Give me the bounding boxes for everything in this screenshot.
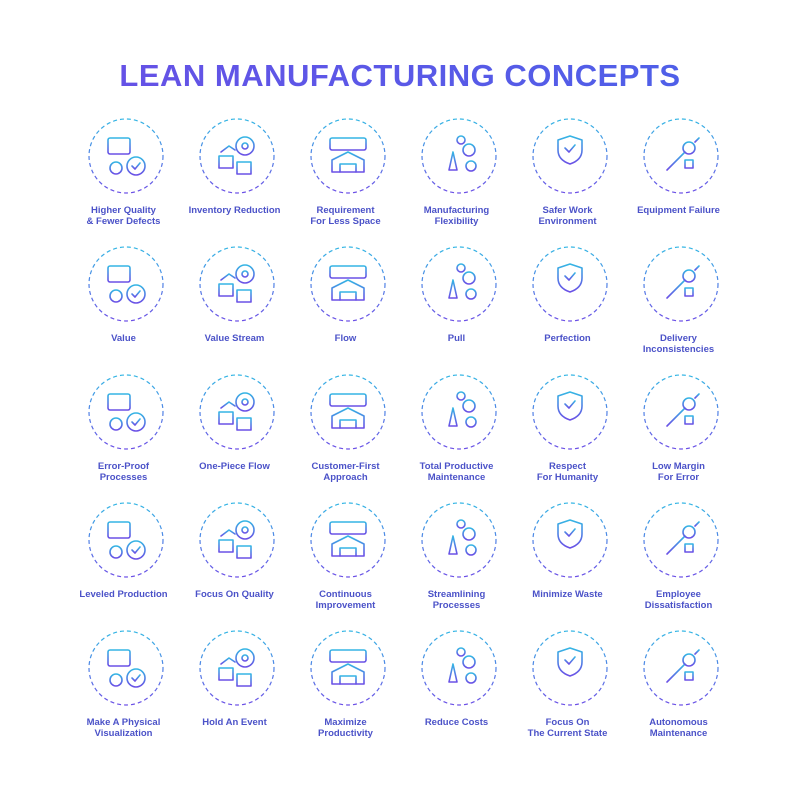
warehouse-space-icon [308, 116, 388, 196]
recycle-bin-icon [530, 500, 610, 580]
concept-label: Employee Dissatisfaction [644, 589, 713, 611]
concept-label: Value [111, 333, 136, 344]
concept-item: Higher Quality & Fewer Defects [68, 112, 179, 240]
concept-item: Manufacturing Flexibility [401, 112, 512, 240]
concept-item: One-Piece Flow [179, 368, 290, 496]
concept-label: Error-Proof Processes [97, 461, 150, 483]
concept-label: Manufacturing Flexibility [423, 205, 490, 227]
concept-item: Equipment Failure [623, 112, 734, 240]
speedometer-chart-icon [308, 628, 388, 708]
handshake-stars-icon [530, 244, 610, 324]
refresh-cart-icon [419, 500, 499, 580]
concept-item: Minimize Waste [512, 496, 623, 624]
concept-item: Hold An Event [179, 624, 290, 752]
money-bag-flow-icon [197, 244, 277, 324]
concept-item: Respect For Humanity [512, 368, 623, 496]
truck-calendar-icon [419, 244, 499, 324]
concept-label: Flow [334, 333, 357, 344]
concept-item: Leveled Production [68, 496, 179, 624]
conveyor-flow-icon [197, 372, 277, 452]
concept-label: Low Margin For Error [652, 461, 705, 483]
concept-item: Focus On Quality [179, 496, 290, 624]
concept-item: Flow [290, 240, 401, 368]
concept-item: Pull [401, 240, 512, 368]
concept-label: Inventory Reduction [188, 205, 281, 216]
quality-badge-icon [86, 116, 166, 196]
diamond-stars-icon [197, 500, 277, 580]
concept-label: One-Piece Flow [199, 461, 270, 472]
growth-chart-icon [308, 500, 388, 580]
page-title: LEAN MANUFACTURING CONCEPTS [0, 58, 800, 94]
concept-label: Respect For Humanity [536, 461, 599, 483]
warning-magnifier-icon [530, 628, 610, 708]
concept-item: Continuous Improvement [290, 496, 401, 624]
concept-label: Focus On Quality [195, 589, 274, 600]
concept-label: Leveled Production [79, 589, 168, 600]
concept-item: Value Stream [179, 240, 290, 368]
level-arrows-icon [86, 500, 166, 580]
concept-item: Perfection [512, 240, 623, 368]
broken-wrench-icon [641, 116, 721, 196]
concept-item: Reduce Costs [401, 624, 512, 752]
inventory-target-icon [197, 116, 277, 196]
star-hand-icon [86, 244, 166, 324]
concept-label: Value Stream [204, 333, 265, 344]
scissors-coins-icon [419, 628, 499, 708]
concept-label: Continuous Improvement [315, 589, 376, 611]
boxes-location-icon [641, 244, 721, 324]
concept-label: Maximize Productivity [318, 717, 373, 739]
concept-label: Streamlining Processes [427, 589, 486, 611]
concept-item: Requirement For Less Space [290, 112, 401, 240]
funnel-timer-icon [641, 372, 721, 452]
concept-item: Safer Work Environment [512, 112, 623, 240]
concept-item: Maximize Productivity [290, 624, 401, 752]
shield-worker-icon [530, 116, 610, 196]
concept-item: Autonomous Maintenance [623, 624, 734, 752]
concept-item: Customer-First Approach [290, 368, 401, 496]
concept-label: Equipment Failure [637, 205, 720, 216]
puzzle-flow-icon [308, 244, 388, 324]
visual-board-icon [86, 628, 166, 708]
concept-label: Focus On The Current State [527, 717, 608, 739]
concept-grid: Higher Quality & Fewer Defects Inventory … [68, 112, 734, 752]
presenter-gears-icon [197, 628, 277, 708]
concept-item: Low Margin For Error [623, 368, 734, 496]
shapes-sorter-icon [86, 372, 166, 452]
worker-chart-icon [641, 500, 721, 580]
concept-item: Make A Physical Visualization [68, 624, 179, 752]
concept-item: Employee Dissatisfaction [623, 496, 734, 624]
concept-item: Total Productive Maintenance [401, 368, 512, 496]
concept-label: Make A Physical Visualization [86, 717, 161, 739]
concept-label: Customer-First Approach [311, 461, 380, 483]
concept-item: Focus On The Current State [512, 624, 623, 752]
concept-label: Requirement For Less Space [310, 205, 381, 227]
rocket-gears-icon [419, 116, 499, 196]
concept-label: Pull [447, 333, 466, 344]
concept-item: Error-Proof Processes [68, 368, 179, 496]
concept-label: Reduce Costs [424, 717, 489, 728]
hands-briefcase-icon [530, 372, 610, 452]
concept-label: Safer Work Environment [538, 205, 597, 227]
concept-label: Perfection [544, 333, 591, 344]
concept-label: Total Productive Maintenance [419, 461, 494, 483]
concept-label: Delivery Inconsistencies [642, 333, 715, 355]
concept-item: Delivery Inconsistencies [623, 240, 734, 368]
robot-arm-icon [641, 628, 721, 708]
concept-item: Inventory Reduction [179, 112, 290, 240]
team-shield-icon [419, 372, 499, 452]
concept-label: Minimize Waste [532, 589, 603, 600]
concept-label: Autonomous Maintenance [649, 717, 708, 739]
concept-item: Streamlining Processes [401, 496, 512, 624]
concept-label: Hold An Event [202, 717, 267, 728]
concept-label: Higher Quality & Fewer Defects [86, 205, 161, 227]
concept-item: Value [68, 240, 179, 368]
customer-eye-icon [308, 372, 388, 452]
